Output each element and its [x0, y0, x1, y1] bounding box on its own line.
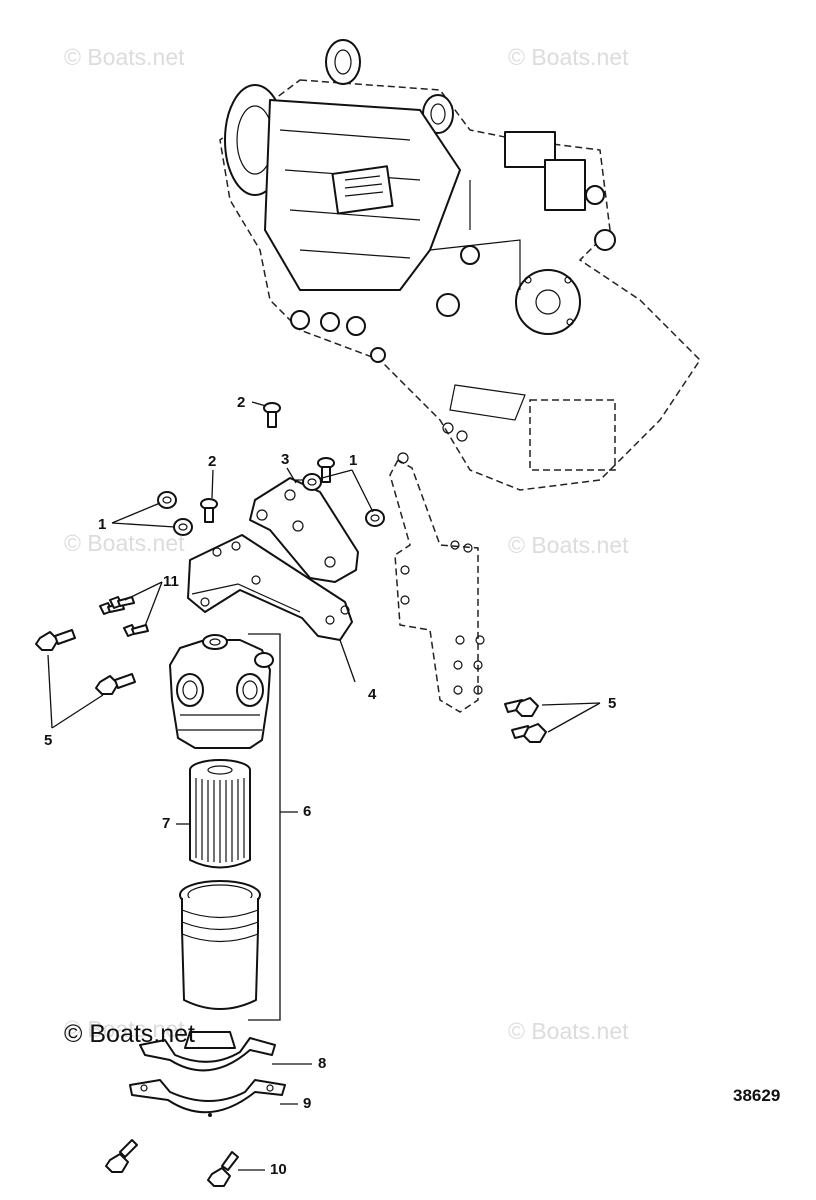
bolt-5-right-top — [504, 697, 539, 717]
engine-assembly — [219, 39, 701, 491]
watermark: © Boats.net — [64, 44, 185, 70]
callout-1: 1 — [349, 452, 358, 469]
screw-11-c — [123, 624, 149, 637]
callout-5: 5 — [44, 732, 53, 749]
bolt-5-left-top — [35, 629, 76, 651]
callout-1: 1 — [98, 516, 107, 533]
screw-2-middle — [317, 457, 335, 483]
rear-mount-bracket — [389, 452, 485, 713]
watermark: © Boats.net — [64, 1016, 185, 1042]
callout-9: 9 — [303, 1095, 312, 1112]
callout-6: 6 — [303, 803, 312, 820]
nut-1-left-top — [157, 491, 177, 509]
callout-4: 4 — [368, 686, 377, 703]
bracket-4 — [187, 534, 353, 641]
watermark: © Boats.net — [508, 532, 629, 558]
watermark-dark: © Boats.net — [64, 1020, 195, 1048]
callout-5: 5 — [608, 695, 617, 712]
callout-7: 7 — [162, 815, 171, 832]
figure-reference-number: 38629 — [733, 1086, 781, 1105]
watermark: © Boats.net — [508, 1018, 629, 1044]
callout-2: 2 — [237, 394, 246, 411]
clamp-8 — [139, 1031, 276, 1072]
clamp-9 — [129, 1079, 286, 1117]
screw-2-top — [263, 402, 281, 428]
watermark: © Boats.net — [508, 44, 629, 70]
callout-3: 3 — [281, 451, 290, 468]
filter-head — [169, 634, 274, 749]
callout-8: 8 — [318, 1055, 327, 1072]
nut-1-right-top — [302, 473, 322, 491]
nut-1-right-bottom — [365, 509, 385, 527]
filter-element — [189, 759, 251, 869]
filter-bowl — [179, 880, 261, 1010]
leader-lines — [47, 401, 601, 1171]
watermark: © Boats.net — [64, 530, 185, 556]
screw-2-left — [200, 498, 218, 523]
callout-10: 10 — [270, 1161, 287, 1178]
screw-10-right — [207, 1151, 239, 1187]
bolt-5-left-bottom — [95, 673, 136, 695]
callout-2: 2 — [208, 453, 217, 470]
screw-11-b — [109, 596, 135, 609]
callout-11: 11 — [163, 573, 179, 590]
screw-10-left — [105, 1139, 138, 1173]
bolt-5-right-bottom — [511, 723, 547, 743]
